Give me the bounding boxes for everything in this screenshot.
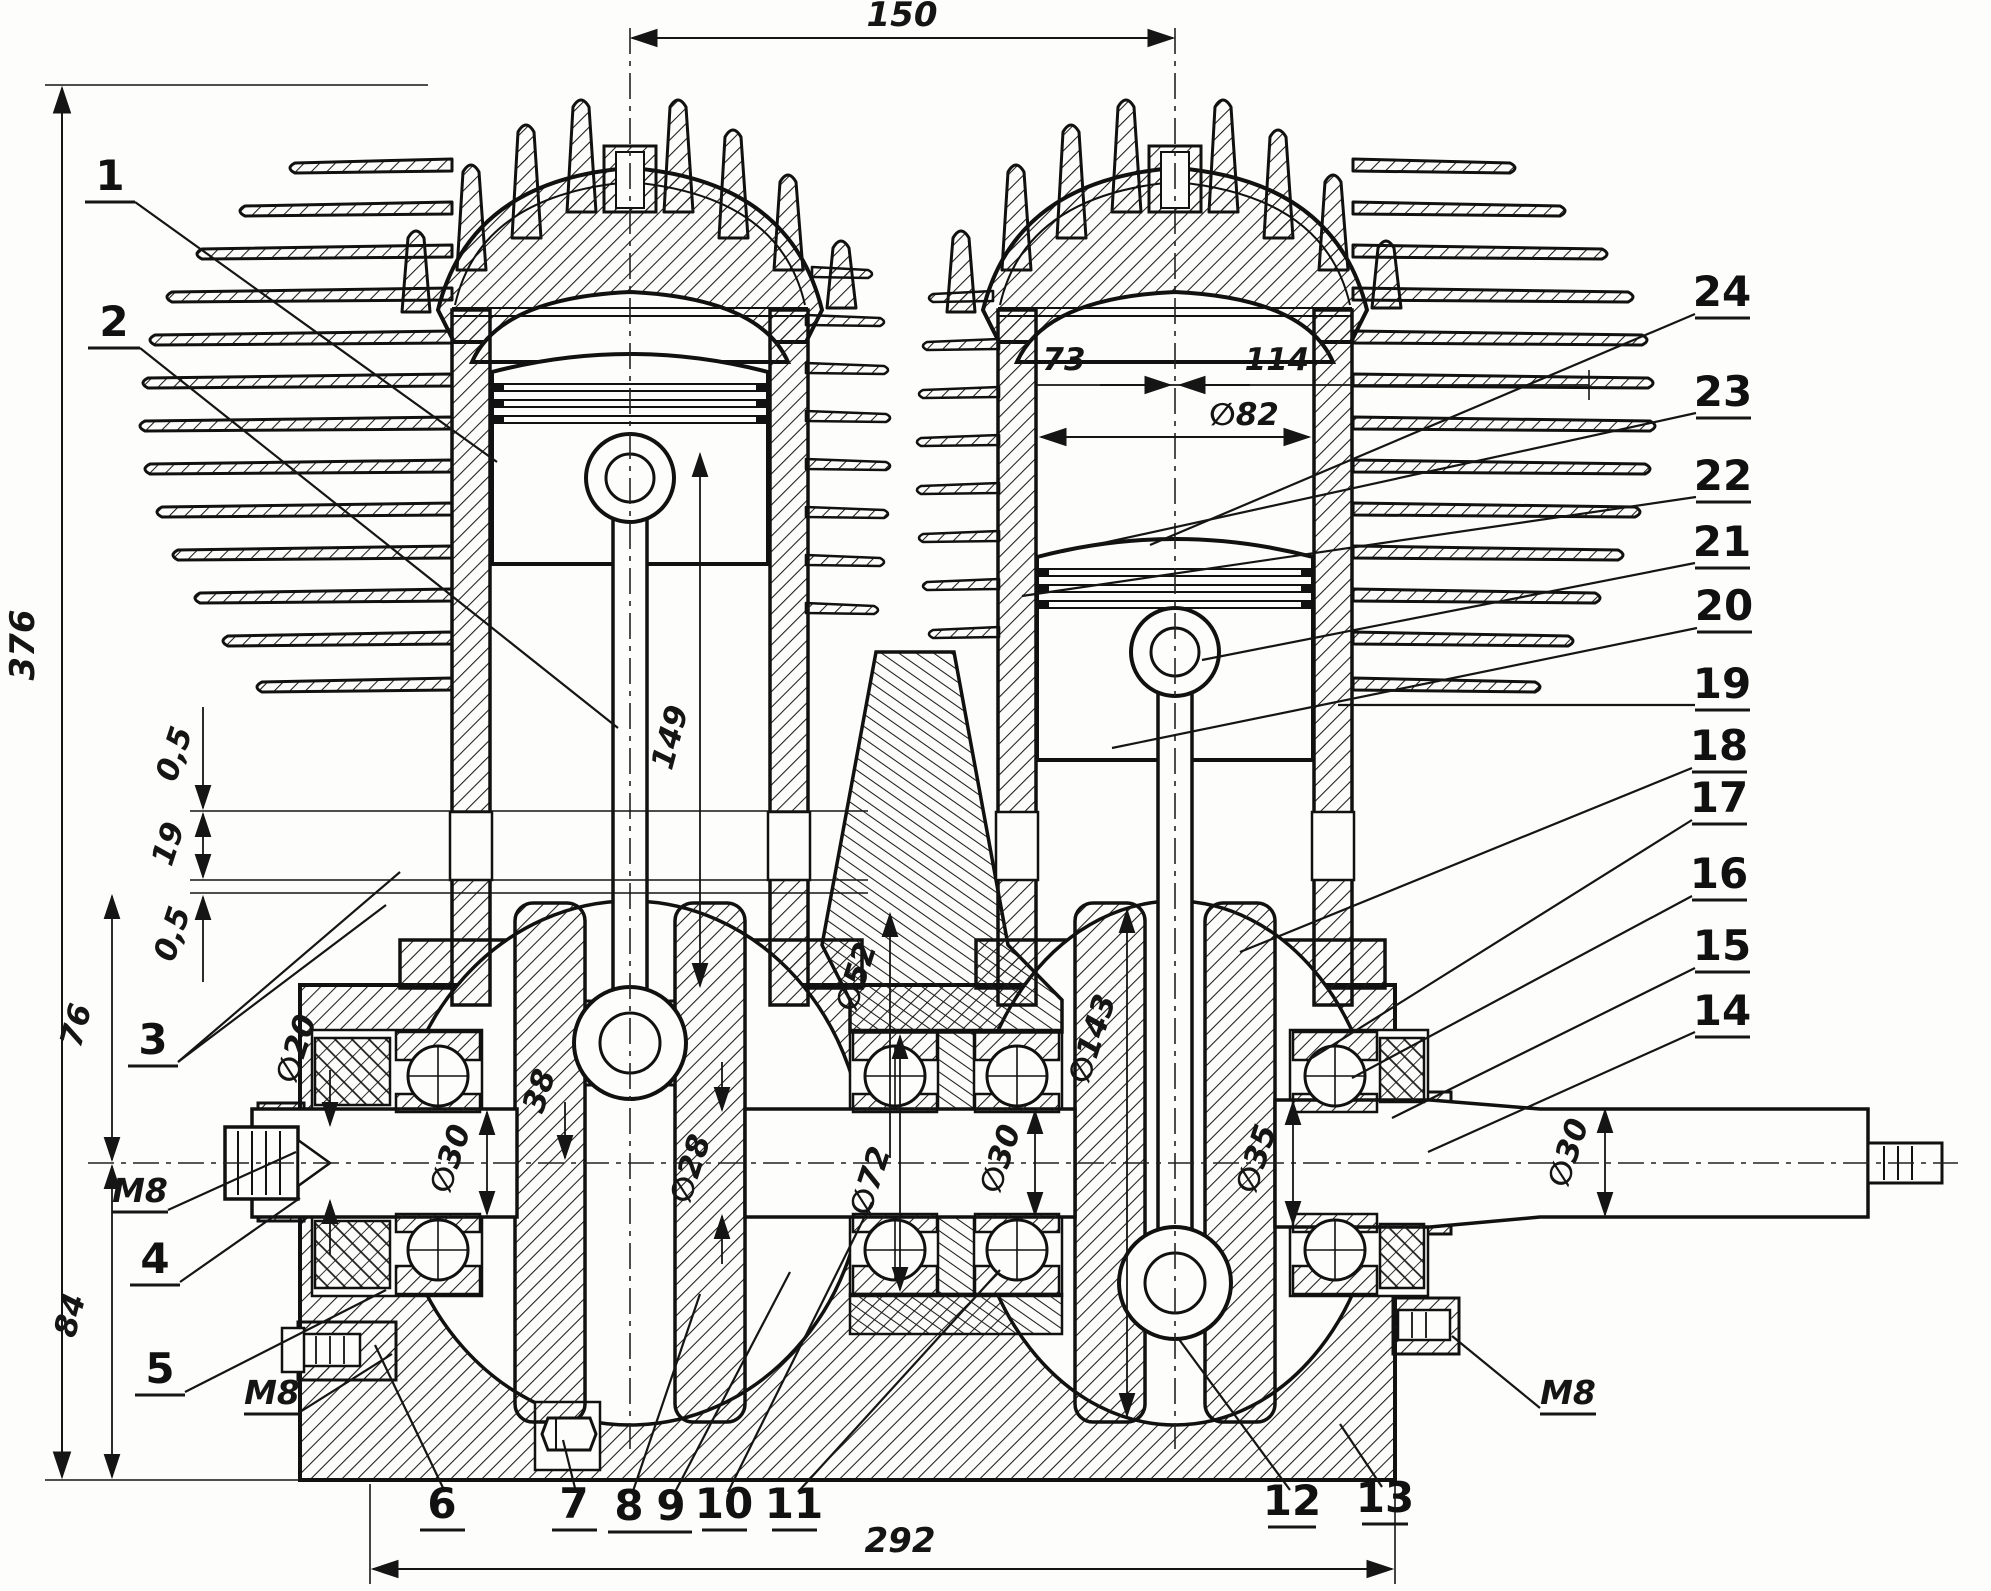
callout-21: 21 [1693,517,1751,566]
ball-bearing-right [1291,1030,1379,1296]
right-cylinder-wall [996,308,1038,1007]
callout-14: 14 [1693,986,1751,1035]
callout-18: 18 [1690,721,1748,770]
callout-6: 6 [427,1479,456,1528]
dim-clearance-bottom: 0,5 [147,902,198,965]
callout-16: 16 [1690,849,1748,898]
callout-4: 4 [140,1234,169,1283]
dimension-lines [45,28,1614,1584]
left-seal [313,1036,392,1107]
callout-20: 20 [1695,581,1753,630]
left-seal [313,1219,392,1290]
callout-23: 23 [1694,367,1752,416]
dim-clearance-top: 0,5 [149,722,200,785]
right-stud [1396,1308,1452,1342]
callout-17: 17 [1690,773,1748,822]
left-cylinder-wall [768,308,810,1007]
left-combustion-chamber [468,289,792,364]
labels: 1 2 3 4 5 6 7 8 9 10 11 12 13 14 15 16 1… [3,0,1753,1561]
right-cylinder [945,98,1657,1007]
callout-7: 7 [559,1479,588,1528]
callout-13: 13 [1356,1473,1414,1522]
callout-19: 19 [1693,659,1751,708]
dim-thread-left-shaft: M8 [112,1171,168,1210]
dim-axis-to-base: 84 [47,1290,93,1341]
left-stud [300,1332,362,1368]
right-seal [1378,1036,1426,1104]
exhaust-port [448,810,494,882]
dim-deck-to-axis: 76 [53,1000,99,1051]
callout-9: 9 [656,1481,685,1530]
callout-8: 8 [614,1481,643,1530]
hex-bolt [540,1416,598,1452]
dim-liner-length: 149 [645,701,697,773]
left-cylinder-wall [450,308,492,1007]
bearings [313,1030,1426,1296]
center-housing-lower [848,1292,1064,1336]
transfer-port [766,810,812,882]
callout-11: 11 [765,1479,823,1528]
callout-15: 15 [1693,921,1751,970]
dim-cyl-spacing: 150 [867,0,938,35]
callout-2: 2 [99,297,128,346]
right-cooling-fins [1351,157,1657,694]
dim-bore: ∅82 [1209,397,1279,433]
dim-case-width: 292 [865,1521,936,1561]
dim-thread-left-stud: M8 [244,1373,300,1412]
callout-12: 12 [1263,1476,1321,1525]
centerlines [88,28,1958,1452]
dim-port-height: 19 [145,818,193,870]
dim-thread-right-stud: M8 [1540,1373,1596,1412]
dim-head-left: 73 [1042,342,1085,378]
callout-22: 22 [1694,451,1752,500]
callout-3: 3 [138,1015,167,1064]
transfer-port [994,810,1040,882]
left-cooling-fins [138,157,454,694]
ball-bearing-center-right [973,1030,1061,1296]
left-stud-nut [280,1326,306,1374]
exhaust-port [1310,810,1356,882]
dim-head-right: 114 [1245,342,1310,378]
ball-bearing-left [394,1030,482,1296]
right-seal [1378,1222,1426,1290]
callout-5: 5 [145,1344,174,1393]
dim-overall-height: 376 [3,610,43,681]
right-cylinder-wall [1312,308,1354,1007]
center-fins [804,265,1001,640]
leader-lines [85,200,1752,1534]
callout-1: 1 [95,151,124,200]
callout-24: 24 [1693,267,1751,316]
callout-10: 10 [695,1479,753,1528]
